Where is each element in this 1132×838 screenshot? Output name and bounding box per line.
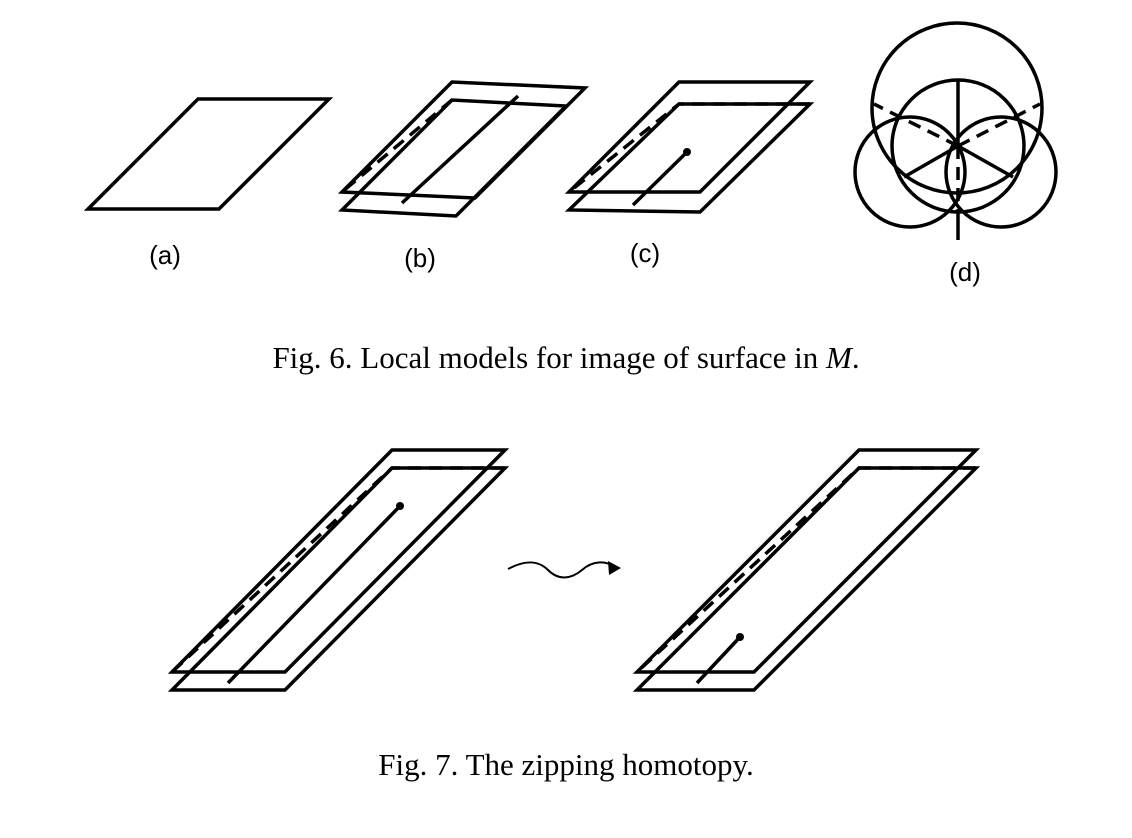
fig7-before-branch-point (396, 502, 404, 510)
fig6-caption: Fig. 6. Local models for image of surfac… (0, 340, 1132, 376)
fig7-after-branch-point (736, 633, 744, 641)
panel-c-branch-sheet (564, 80, 815, 214)
fig6-caption-period: . (851, 340, 860, 375)
fig6-caption-math: M (825, 340, 852, 375)
fig7-before-sheet (167, 448, 510, 692)
panel-c-branch-point (683, 148, 691, 156)
panel-b-double-sheet (337, 80, 590, 218)
fig7-after-sheet (632, 448, 981, 692)
panel-b-label: (b) (404, 243, 436, 273)
fig7-caption: Fig. 7. The zipping homotopy. (378, 747, 754, 782)
homotopy-arrow (507, 561, 621, 579)
panel-a-label: (a) (149, 240, 181, 270)
fig6-caption-text: Fig. 6. Local models for image of surfac… (272, 340, 826, 375)
panel-a-sheet (83, 97, 334, 211)
panel-d-label: (d) (949, 257, 981, 287)
panel-c-label: (c) (630, 238, 660, 268)
panel-d-triple-point (853, 21, 1058, 240)
